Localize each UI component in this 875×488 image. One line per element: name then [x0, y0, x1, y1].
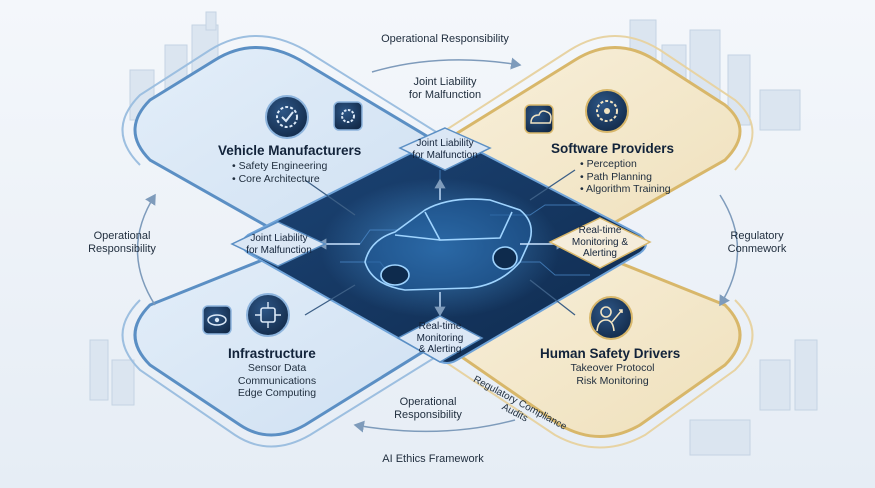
right-arrow-label: Regulatory Conmework: [727, 230, 787, 255]
chip-left-label: Joint Liability for Malfunction: [246, 233, 312, 256]
human-safety-drivers-item: Takeover Protocol: [570, 362, 655, 374]
human-safety-drivers-item: Risk Monitoring: [576, 374, 649, 387]
infrastructure-item: Edge Computing: [237, 387, 317, 399]
infrastructure-title: Infrastructure: [228, 346, 316, 361]
left-arrow-label: Operational Responsibility: [88, 230, 156, 255]
driver-person-icon: [589, 296, 633, 340]
human-safety-drivers-items: Takeover Protocol Risk Monitoring: [560, 362, 665, 387]
vehicle-manufacturers-item: • Core Architecture: [232, 172, 320, 185]
top-arrow-label: Operational Responsibility: [381, 33, 509, 45]
vehicle-manufacturers-title: Vehicle Manufacturers: [218, 143, 362, 158]
chip-network-icon: [246, 293, 290, 337]
bottom-arrow-label: Operational Responsibility: [394, 396, 462, 421]
gear-check-icon: [265, 95, 309, 139]
chip-left: [230, 221, 327, 267]
infrastructure-item: Communications: [237, 374, 317, 387]
chip-bottom: [396, 315, 484, 363]
autonomous-car-icon: [364, 198, 533, 291]
cloud-chip-icon: [524, 104, 554, 134]
infrastructure-items: Sensor Data Communications Edge Computin…: [228, 362, 326, 400]
software-providers-item: • Path Planning: [580, 170, 652, 183]
vehicle-manufacturers-item: • Safety Engineering: [232, 160, 328, 172]
gear-code-icon: [585, 89, 629, 133]
top-joint-label: Joint Liability for Malfunction: [408, 76, 482, 101]
software-providers-title: Software Providers: [551, 141, 675, 156]
software-providers-item: • Perception: [580, 158, 637, 170]
chip-top-label: Joint Liability for Malfunction: [412, 138, 478, 161]
software-providers-item: • Algorithm Training: [580, 183, 671, 195]
chip-bottom-label: Real-time Monitoring & Alerting: [416, 321, 464, 355]
chip-right-label: Real-time Monitoring & Alerting: [571, 225, 629, 259]
chip-top: [398, 127, 492, 171]
gear-settings-icon: [333, 101, 363, 131]
skyline-bottom: [89, 339, 818, 456]
chip-right: [548, 217, 652, 269]
vehicle-manufacturers-items: • Safety Engineering • Core Architecture: [232, 160, 327, 185]
infrastructure-item: Sensor Data: [247, 362, 307, 374]
sensor-eye-icon: [202, 305, 232, 335]
software-providers-items: • Perception • Path Planning • Algorithm…: [580, 158, 671, 196]
human-safety-drivers-title: Human Safety Drivers: [540, 346, 681, 361]
bottom-framework-label: AI Ethics Framework: [382, 453, 484, 465]
